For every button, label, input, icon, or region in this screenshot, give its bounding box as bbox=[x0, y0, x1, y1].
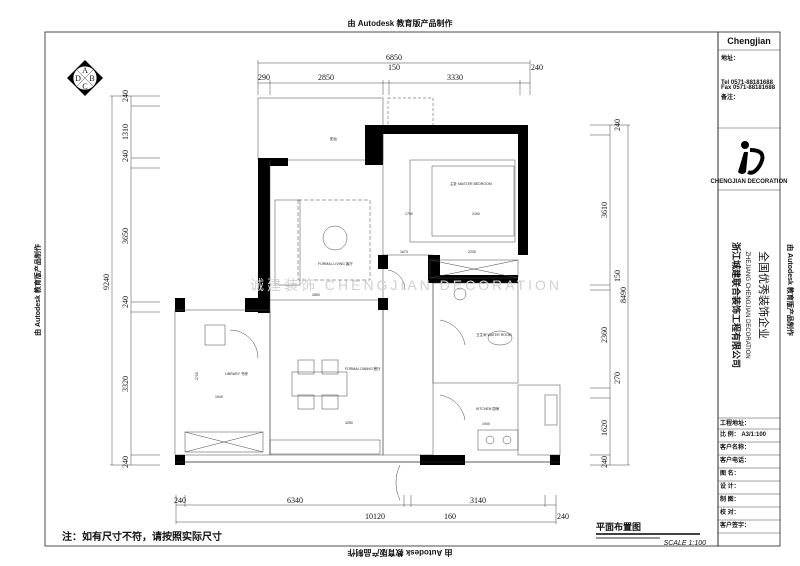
inner-dim: 1750 bbox=[405, 212, 413, 216]
room-label-balcony: 阳台 bbox=[330, 136, 338, 141]
field-drafting: 制 图： bbox=[720, 495, 740, 503]
inner-dim: 4250 bbox=[345, 421, 353, 425]
dim-bottom: 240 bbox=[174, 496, 186, 505]
field-check: 校 对： bbox=[720, 508, 740, 516]
dim-top: 2850 bbox=[318, 73, 334, 82]
right-dimensions: 240 3610 150 2360 270 1620 240 8490 bbox=[590, 119, 630, 468]
compass-b: B bbox=[89, 74, 94, 83]
inner-dim: 2850 bbox=[312, 293, 320, 297]
inner-dim: 1940 bbox=[482, 422, 490, 426]
remark: 备注： bbox=[720, 93, 739, 101]
room-label-bedroom: 主卧 MASTER BEDROOM bbox=[450, 181, 492, 186]
inner-dim: 2720 bbox=[195, 372, 199, 380]
dim-top: 240 bbox=[531, 63, 543, 72]
compass-c: C bbox=[82, 82, 87, 91]
dim-bottom: 3140 bbox=[470, 496, 486, 505]
inner-dim: 1940 bbox=[215, 395, 223, 399]
compass-a: A bbox=[82, 66, 88, 75]
company-logo: CHENGJIAN DECORATION bbox=[711, 141, 788, 185]
inner-dim: 2160 bbox=[472, 212, 480, 216]
room-label-kitchen: KITCHEN 厨房 bbox=[476, 406, 500, 411]
room-label-library: LIBRARY 书房 bbox=[225, 371, 248, 376]
field-design: 设 计： bbox=[720, 482, 740, 490]
dim-left: 1310 bbox=[121, 124, 130, 140]
scale-label: SCALE 1:100 bbox=[664, 540, 707, 547]
dim-bottom: 240 bbox=[557, 512, 569, 521]
dim-top: 150 bbox=[388, 63, 400, 72]
dim-right: 240 bbox=[613, 119, 622, 131]
dim-right: 150 bbox=[613, 270, 622, 282]
dim-bottom: 160 bbox=[444, 512, 456, 521]
furniture bbox=[184, 159, 558, 501]
company-name-cn: 浙江城建联合装饰工程有限公司 bbox=[731, 242, 742, 368]
dim-bottom-total: 10120 bbox=[365, 512, 385, 521]
dim-top-total: 6850 bbox=[386, 53, 402, 62]
inner-dim: 1670 bbox=[400, 250, 408, 254]
faint-watermark: 诚建装饰 CHENGJIAN DECORATION bbox=[250, 277, 562, 293]
dim-right-total: 8490 bbox=[619, 287, 628, 303]
drawing-title: 平面布置图 bbox=[596, 521, 641, 532]
company-name-en: ZHEJIANG CHENGJIAN DECORATION bbox=[744, 251, 750, 358]
compass-d: D bbox=[75, 74, 81, 83]
dim-top: 290 bbox=[258, 73, 270, 82]
fax: Fax 0571-88181688 bbox=[721, 85, 776, 91]
dim-top: 3330 bbox=[447, 73, 463, 82]
dim-left: 240 bbox=[121, 456, 130, 468]
title-block-frame bbox=[717, 31, 781, 547]
dim-left: 3320 bbox=[121, 376, 130, 392]
bottom-dimensions: 240 6340 160 3140 240 10120 bbox=[174, 495, 569, 524]
dim-left: 240 bbox=[121, 90, 130, 102]
title-block: Chengjian 地址： Tel 0571-88181688 Fax 0571… bbox=[711, 36, 788, 534]
note-text: 注：如有尺寸不符，请按照实际尺寸 bbox=[62, 530, 222, 543]
watermark-top: 由 Autodesk 教育版产品制作 bbox=[348, 18, 453, 28]
dim-right: 240 bbox=[600, 456, 609, 468]
dim-left: 3650 bbox=[121, 228, 130, 244]
slogan: 全国优秀装饰企业 bbox=[757, 251, 771, 339]
field-client-phone: 客户电话： bbox=[719, 456, 750, 464]
dim-right: 1620 bbox=[600, 420, 609, 436]
field-client-signature: 客户签字： bbox=[719, 521, 750, 529]
logo-caption: CHENGJIAN DECORATION bbox=[711, 179, 788, 185]
title-block-fields: 工程地址： 比 例： A3/1:100 客户名称： 客户电话： 图 名： 设 计… bbox=[718, 417, 780, 534]
dim-left-total: 9240 bbox=[102, 274, 111, 290]
left-dimensions: 9240 240 1310 240 3650 240 3320 240 bbox=[102, 90, 160, 468]
compass-icon: A B C D bbox=[67, 60, 103, 96]
room-label-living: FORMAL LIVING 客厅 bbox=[318, 261, 353, 266]
watermark-right: 由 Autodesk 教育版产品制作 bbox=[786, 244, 795, 336]
brand-name: Chengjian bbox=[727, 36, 771, 46]
field-project-address: 工程地址： bbox=[720, 419, 750, 427]
room-label-bath: 卫生间 WATER ROOM bbox=[476, 332, 512, 337]
watermark-bottom: 由 Autodesk 教育版产品制作 bbox=[348, 548, 453, 558]
field-drawing-name: 图 名： bbox=[720, 469, 740, 477]
dim-left: 240 bbox=[121, 150, 130, 162]
field-client-name: 客户名称： bbox=[719, 443, 750, 451]
dim-right: 2360 bbox=[600, 327, 609, 343]
watermark-left: 由 Autodesk 教育版产品制作 bbox=[33, 244, 42, 336]
dim-right: 270 bbox=[613, 372, 622, 384]
dim-left: 240 bbox=[121, 296, 130, 308]
inner-dim: 2230 bbox=[468, 250, 476, 254]
dim-bottom: 6340 bbox=[287, 496, 303, 505]
dim-right: 3610 bbox=[600, 202, 609, 218]
tel: Tel 0571-88181688 bbox=[721, 80, 774, 86]
address: 地址： bbox=[721, 54, 739, 62]
field-scale: 比 例： A3/1:100 bbox=[720, 430, 767, 438]
room-label-dining: FORMAL DINING 餐厅 bbox=[345, 366, 381, 371]
top-dimensions: 6850 290 2850 150 3330 240 bbox=[257, 53, 543, 95]
walls bbox=[174, 97, 561, 465]
